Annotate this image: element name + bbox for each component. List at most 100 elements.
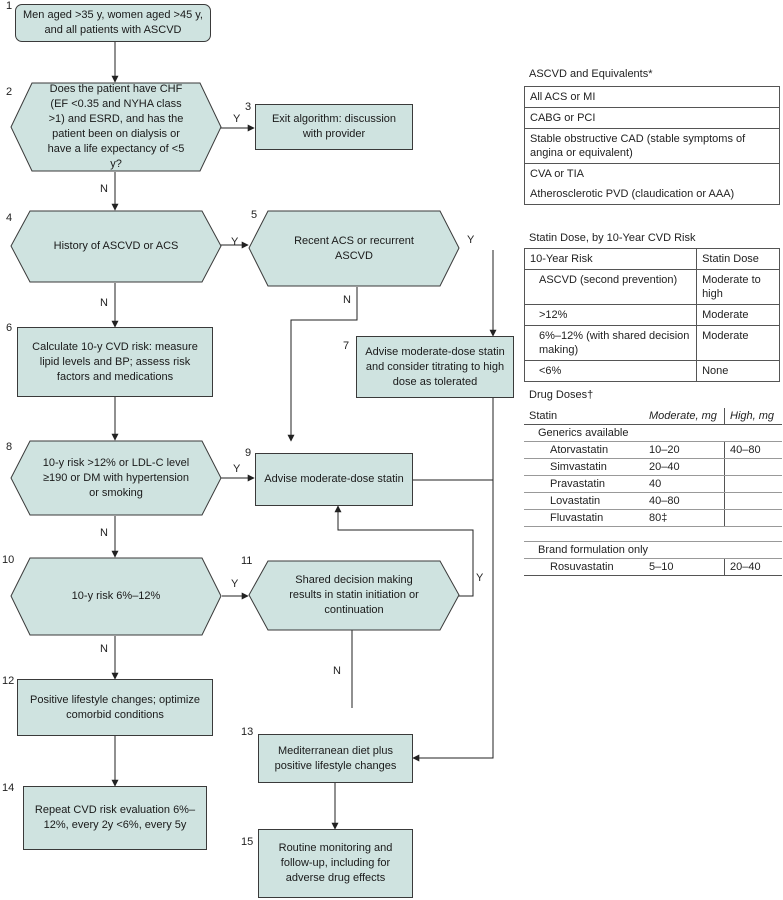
mediterranean-diet-text: Mediterranean diet plus positive lifesty… [274,744,397,772]
ascvd-table: All ACS or MI CABG or PCI Stable obstruc… [524,86,780,205]
decision-shape [248,560,460,631]
calculate-risk-box: Calculate 10-y CVD risk: measure lipid l… [17,327,213,397]
node-number-10: 10 [2,554,15,566]
decision-recent-acs-text: Recent ACS or recurrent ASCVD [294,234,414,262]
ascvd-row: Stable obstructive CAD (stable symptoms … [524,128,780,164]
yes-label: Y [233,113,241,125]
node-number-15: 15 [241,836,254,848]
decision-chf-esrd-text: Does the patient have CHF (EF <0.35 and … [47,83,185,170]
dose-cell: Moderate [696,325,780,361]
no-label: N [100,527,108,539]
moderate-dose: 40 [644,475,725,493]
dose-cell: Moderate to high [696,269,780,305]
decision-risk-6-12-text: 10-y risk 6%–12% [71,590,161,602]
advise-moderate-titrate-text: Advise moderate-dose statin and consider… [365,345,505,388]
decision-risk-gt12: 10-y risk >12% or LDL-C level ≥190 or DM… [10,440,222,516]
routine-monitoring-text: Routine monitoring and follow-up, includ… [278,842,393,884]
node-number-8: 8 [6,441,13,453]
no-label: N [100,183,108,195]
node-number-6: 6 [6,322,13,334]
decision-risk-6-12: 10-y risk 6%–12% [10,557,222,636]
decision-chf-esrd: Does the patient have CHF (EF <0.35 and … [10,82,222,172]
table-header: 10-Year Risk [524,248,697,270]
statin-name: Lovastatin [524,492,644,510]
risk-cell: <6% [539,365,562,377]
start-node-text: Men aged >35 y, women aged >45 y, and al… [23,9,203,36]
drug-doses-table: Statin Moderate, mg High, mg Generics av… [524,408,782,576]
table-header: High, mg [724,408,782,425]
node-number-2: 2 [6,86,13,98]
routine-monitoring-box: Routine monitoring and follow-up, includ… [258,829,413,898]
high-dose [724,458,782,476]
advise-moderate-box: Advise moderate-dose statin [255,453,413,506]
moderate-dose: 10–20 [644,441,725,459]
spacer-row [524,526,782,542]
node-number-9: 9 [245,447,252,459]
drug-doses-table-title: Drug Doses† [529,389,594,401]
advise-moderate-text: Advise moderate-dose statin [264,473,404,485]
statin-name: Atorvastatin [524,441,644,459]
exit-algorithm-text: Exit algorithm: discussion with provider [271,113,397,140]
risk-cell: ASCVD (second prevention) [524,269,697,305]
yes-label: Y [467,234,475,246]
decision-shape [248,210,460,287]
yes-label: Y [231,578,239,590]
no-label: N [333,665,341,677]
node-number-7: 7 [343,340,350,352]
table-header: Statin Dose [696,248,780,270]
calculate-risk-text: Calculate 10-y CVD risk: measure lipid l… [32,340,198,383]
decision-shape [10,557,222,636]
dose-cell: Moderate [696,304,780,326]
group-label: Brand formulation only [524,541,782,559]
dose-cell: None [696,360,780,382]
decision-shape [10,210,222,283]
statin-name: Fluvastatin [524,509,644,527]
moderate-dose: 80‡ [644,509,725,527]
decision-history-ascvd: History of ASCVD or ACS [10,210,222,283]
decision-shape [10,440,222,516]
start-node: Men aged >35 y, women aged >45 y, and al… [15,4,211,42]
ascvd-row: CABG or PCI [524,107,780,129]
no-label: N [100,297,108,309]
moderate-dose: 20–40 [644,458,725,476]
yes-label: Y [231,236,239,248]
ascvd-row: Atherosclerotic PVD (claudication or AAA… [524,184,780,205]
node-number-5: 5 [251,209,258,221]
statin-dose-table-title: Statin Dose, by 10-Year CVD Risk [529,232,696,244]
no-label: N [100,643,108,655]
high-dose [724,509,782,527]
moderate-dose: 40–80 [644,492,725,510]
risk-cell: >12% [524,304,697,326]
ascvd-row: All ACS or MI [524,86,780,108]
repeat-evaluation-text: Repeat CVD risk evaluation 6%–12%, every… [34,804,196,831]
moderate-dose: 5–10 [644,558,725,576]
exit-algorithm-box: Exit algorithm: discussion with provider [255,104,413,150]
high-dose: 40–80 [724,441,782,459]
statin-name: Pravastatin [524,475,644,493]
ascvd-table-title: ASCVD and Equivalents* [529,68,653,80]
decision-history-ascvd-text: History of ASCVD or ACS [53,240,179,252]
risk-cell: 6%–12% (with shared decision making) [524,325,697,361]
decision-recent-acs: Recent ACS or recurrent ASCVD [248,210,460,287]
high-dose [724,475,782,493]
node-number-4: 4 [6,212,13,224]
table-header: Statin [524,408,644,425]
yes-label: Y [233,463,241,475]
node-number-11: 11 [241,555,253,567]
ascvd-row: CVA or TIA [524,163,780,184]
high-dose: 20–40 [724,558,782,576]
repeat-evaluation-box: Repeat CVD risk evaluation 6%–12%, every… [23,786,207,850]
statin-name: Rosuvastatin [524,558,644,576]
lifestyle-changes-box: Positive lifestyle changes; optimize com… [17,679,213,736]
decision-shared: Shared decision making results in statin… [248,560,460,631]
no-label: N [343,294,351,306]
mediterranean-diet-box: Mediterranean diet plus positive lifesty… [258,734,413,783]
high-dose [724,492,782,510]
lifestyle-changes-text: Positive lifestyle changes; optimize com… [30,693,200,721]
node-number-14: 14 [2,782,15,794]
table-header: Moderate, mg [644,408,725,425]
statin-name: Simvastatin [524,458,644,476]
node-number-1: 1 [6,0,13,12]
group-label: Generics available [524,424,782,442]
